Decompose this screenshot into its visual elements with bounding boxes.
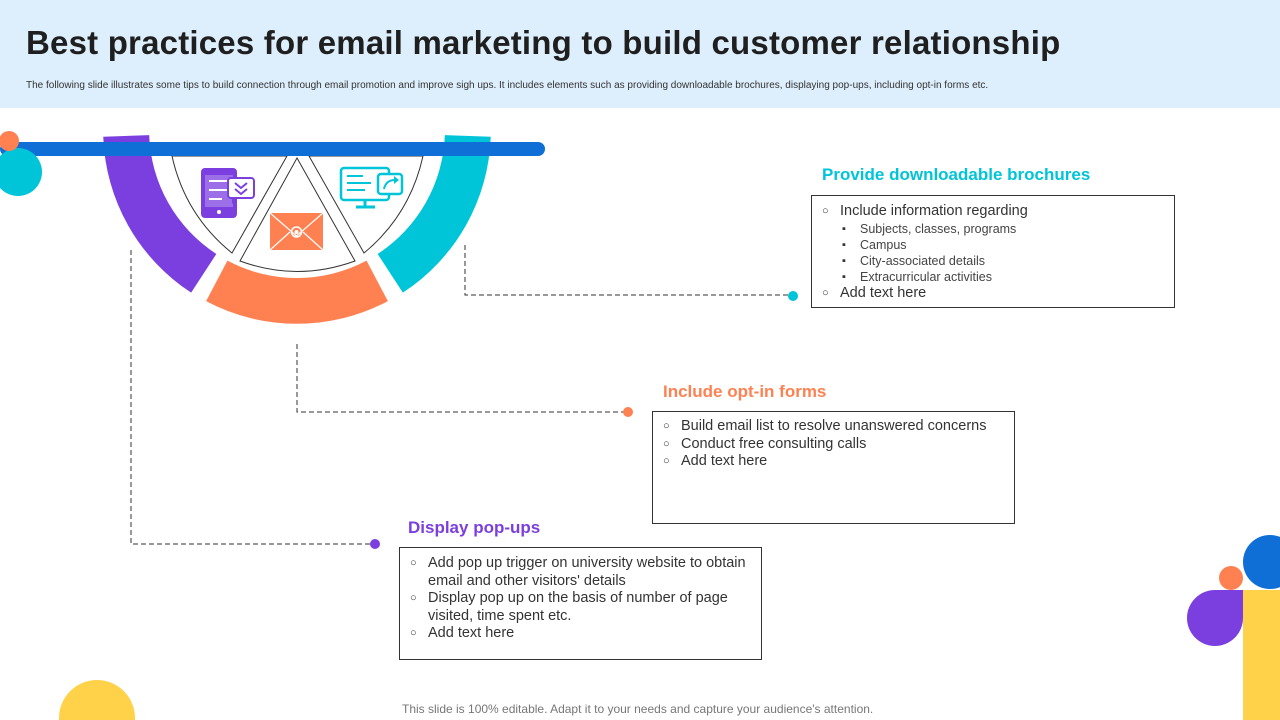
ring-segment-purple: [103, 135, 217, 293]
popups-bullet-2: Display pop up on the basis of number of…: [410, 590, 751, 625]
heading-optin: Include opt-in forms: [663, 382, 827, 401]
connector-dot-optin: [623, 407, 633, 417]
connector-dot-brochures: [788, 291, 798, 301]
deco-circle-blue-right: [1243, 535, 1280, 589]
box-popups: Add pop up trigger on university website…: [399, 547, 762, 660]
footer-note: This slide is 100% editable. Adapt it to…: [402, 702, 874, 716]
top-bar: [0, 142, 545, 156]
ring-segment-cyan: [377, 135, 491, 293]
mobile-email-icon: [201, 168, 255, 218]
brochures-sub-bullet-1: Subjects, classes, programs: [822, 221, 1164, 237]
box-brochures: Include information regarding Subjects, …: [811, 195, 1175, 308]
deco-circle-orange-right: [1219, 566, 1243, 590]
popups-bullet-3: Add text here: [410, 625, 751, 643]
deco-circle-cyan-left: [0, 148, 42, 196]
ring-segment-orange: [206, 260, 388, 324]
connector-brochures: [464, 245, 793, 296]
slide-subtitle: The following slide illustrates some tip…: [26, 80, 989, 91]
optin-bullet-1: Build email list to resolve unanswered c…: [663, 418, 1004, 436]
brochures-sub-bullet-2: Campus: [822, 237, 1164, 253]
brochures-bullet-1: Include information regarding: [822, 203, 1164, 221]
deco-shape-purple-right: [1187, 590, 1243, 646]
monitor-share-icon: [339, 166, 404, 209]
envelope-icon: [269, 212, 324, 251]
popups-bullet-1: Add pop up trigger on university website…: [410, 555, 751, 590]
deco-shape-yellow-right: [1243, 590, 1280, 720]
heading-popups: Display pop-ups: [408, 518, 541, 537]
header-band: [0, 0, 1280, 108]
brochures-sub-bullet-3: City-associated details: [822, 253, 1164, 269]
brochures-bullet-2: Add text here: [822, 285, 1164, 303]
connector-dot-popups: [370, 539, 380, 549]
deco-circle-yellow-bottom: [59, 680, 135, 720]
connector-optin: [296, 344, 628, 413]
brochures-sub-bullet-4: Extracurricular activities: [822, 269, 1164, 285]
heading-brochures: Provide downloadable brochures: [822, 165, 1091, 184]
optin-bullet-2: Conduct free consulting calls: [663, 436, 1004, 454]
connector-popups: [130, 250, 375, 545]
optin-bullet-3: Add text here: [663, 453, 1004, 471]
box-optin: Build email list to resolve unanswered c…: [652, 411, 1015, 524]
deco-circle-orange-left: [0, 131, 19, 151]
slide-title: Best practices for email marketing to bu…: [26, 24, 1061, 61]
